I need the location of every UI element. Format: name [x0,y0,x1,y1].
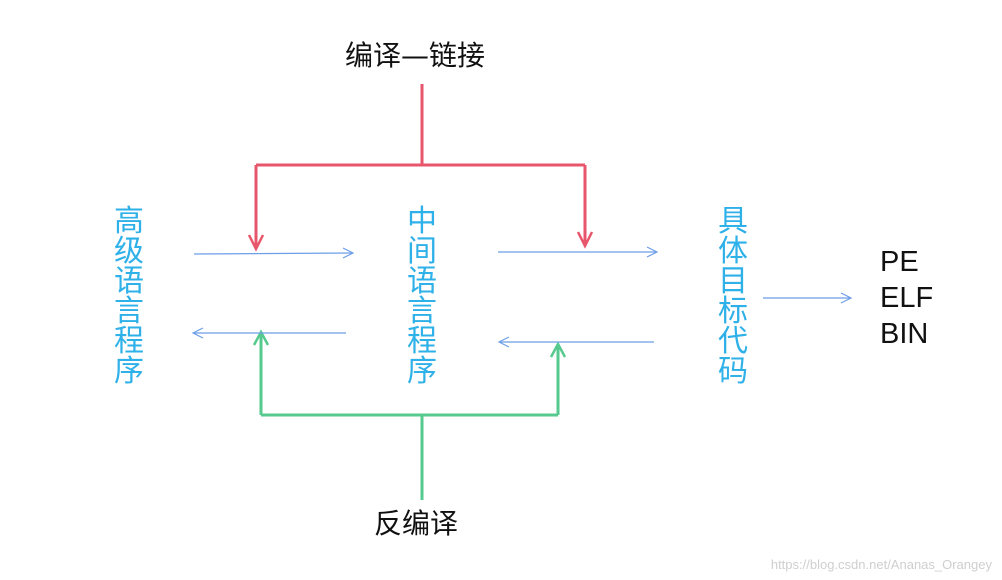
decompile-label: 反编译 [374,507,459,540]
flow-arrow-mid-to-target [498,246,659,258]
decompile-branch [259,334,560,500]
flow-arrow-target-to-mid [497,336,654,348]
flow-arrow-high-to-mid [193,247,355,259]
stage-intermediate-program: 中间语言程序 [407,204,437,389]
compile-link-arrowhead-right [576,231,594,249]
flow-arrow-target-to-formats [763,292,853,304]
compile-link-arrowhead-left [247,234,265,252]
format-bin: BIN [880,318,929,350]
flow-arrow-mid-to-high [191,327,346,339]
stage-target-code: 具体目标代码 [718,204,748,389]
format-elf: ELF [880,282,934,314]
stage-high-level-program: 高级语言程序 [114,204,144,389]
compile-link-label: 编译—链接 [345,39,486,72]
watermark: https://blog.csdn.net/Ananas_Orangey [770,557,992,572]
compile-link-branch [254,84,587,248]
decompile-arrowhead-right [549,341,567,358]
decompile-arrowhead-left [252,329,270,346]
output-formats: PE ELF BIN [880,244,970,352]
format-pe: PE [880,246,919,278]
